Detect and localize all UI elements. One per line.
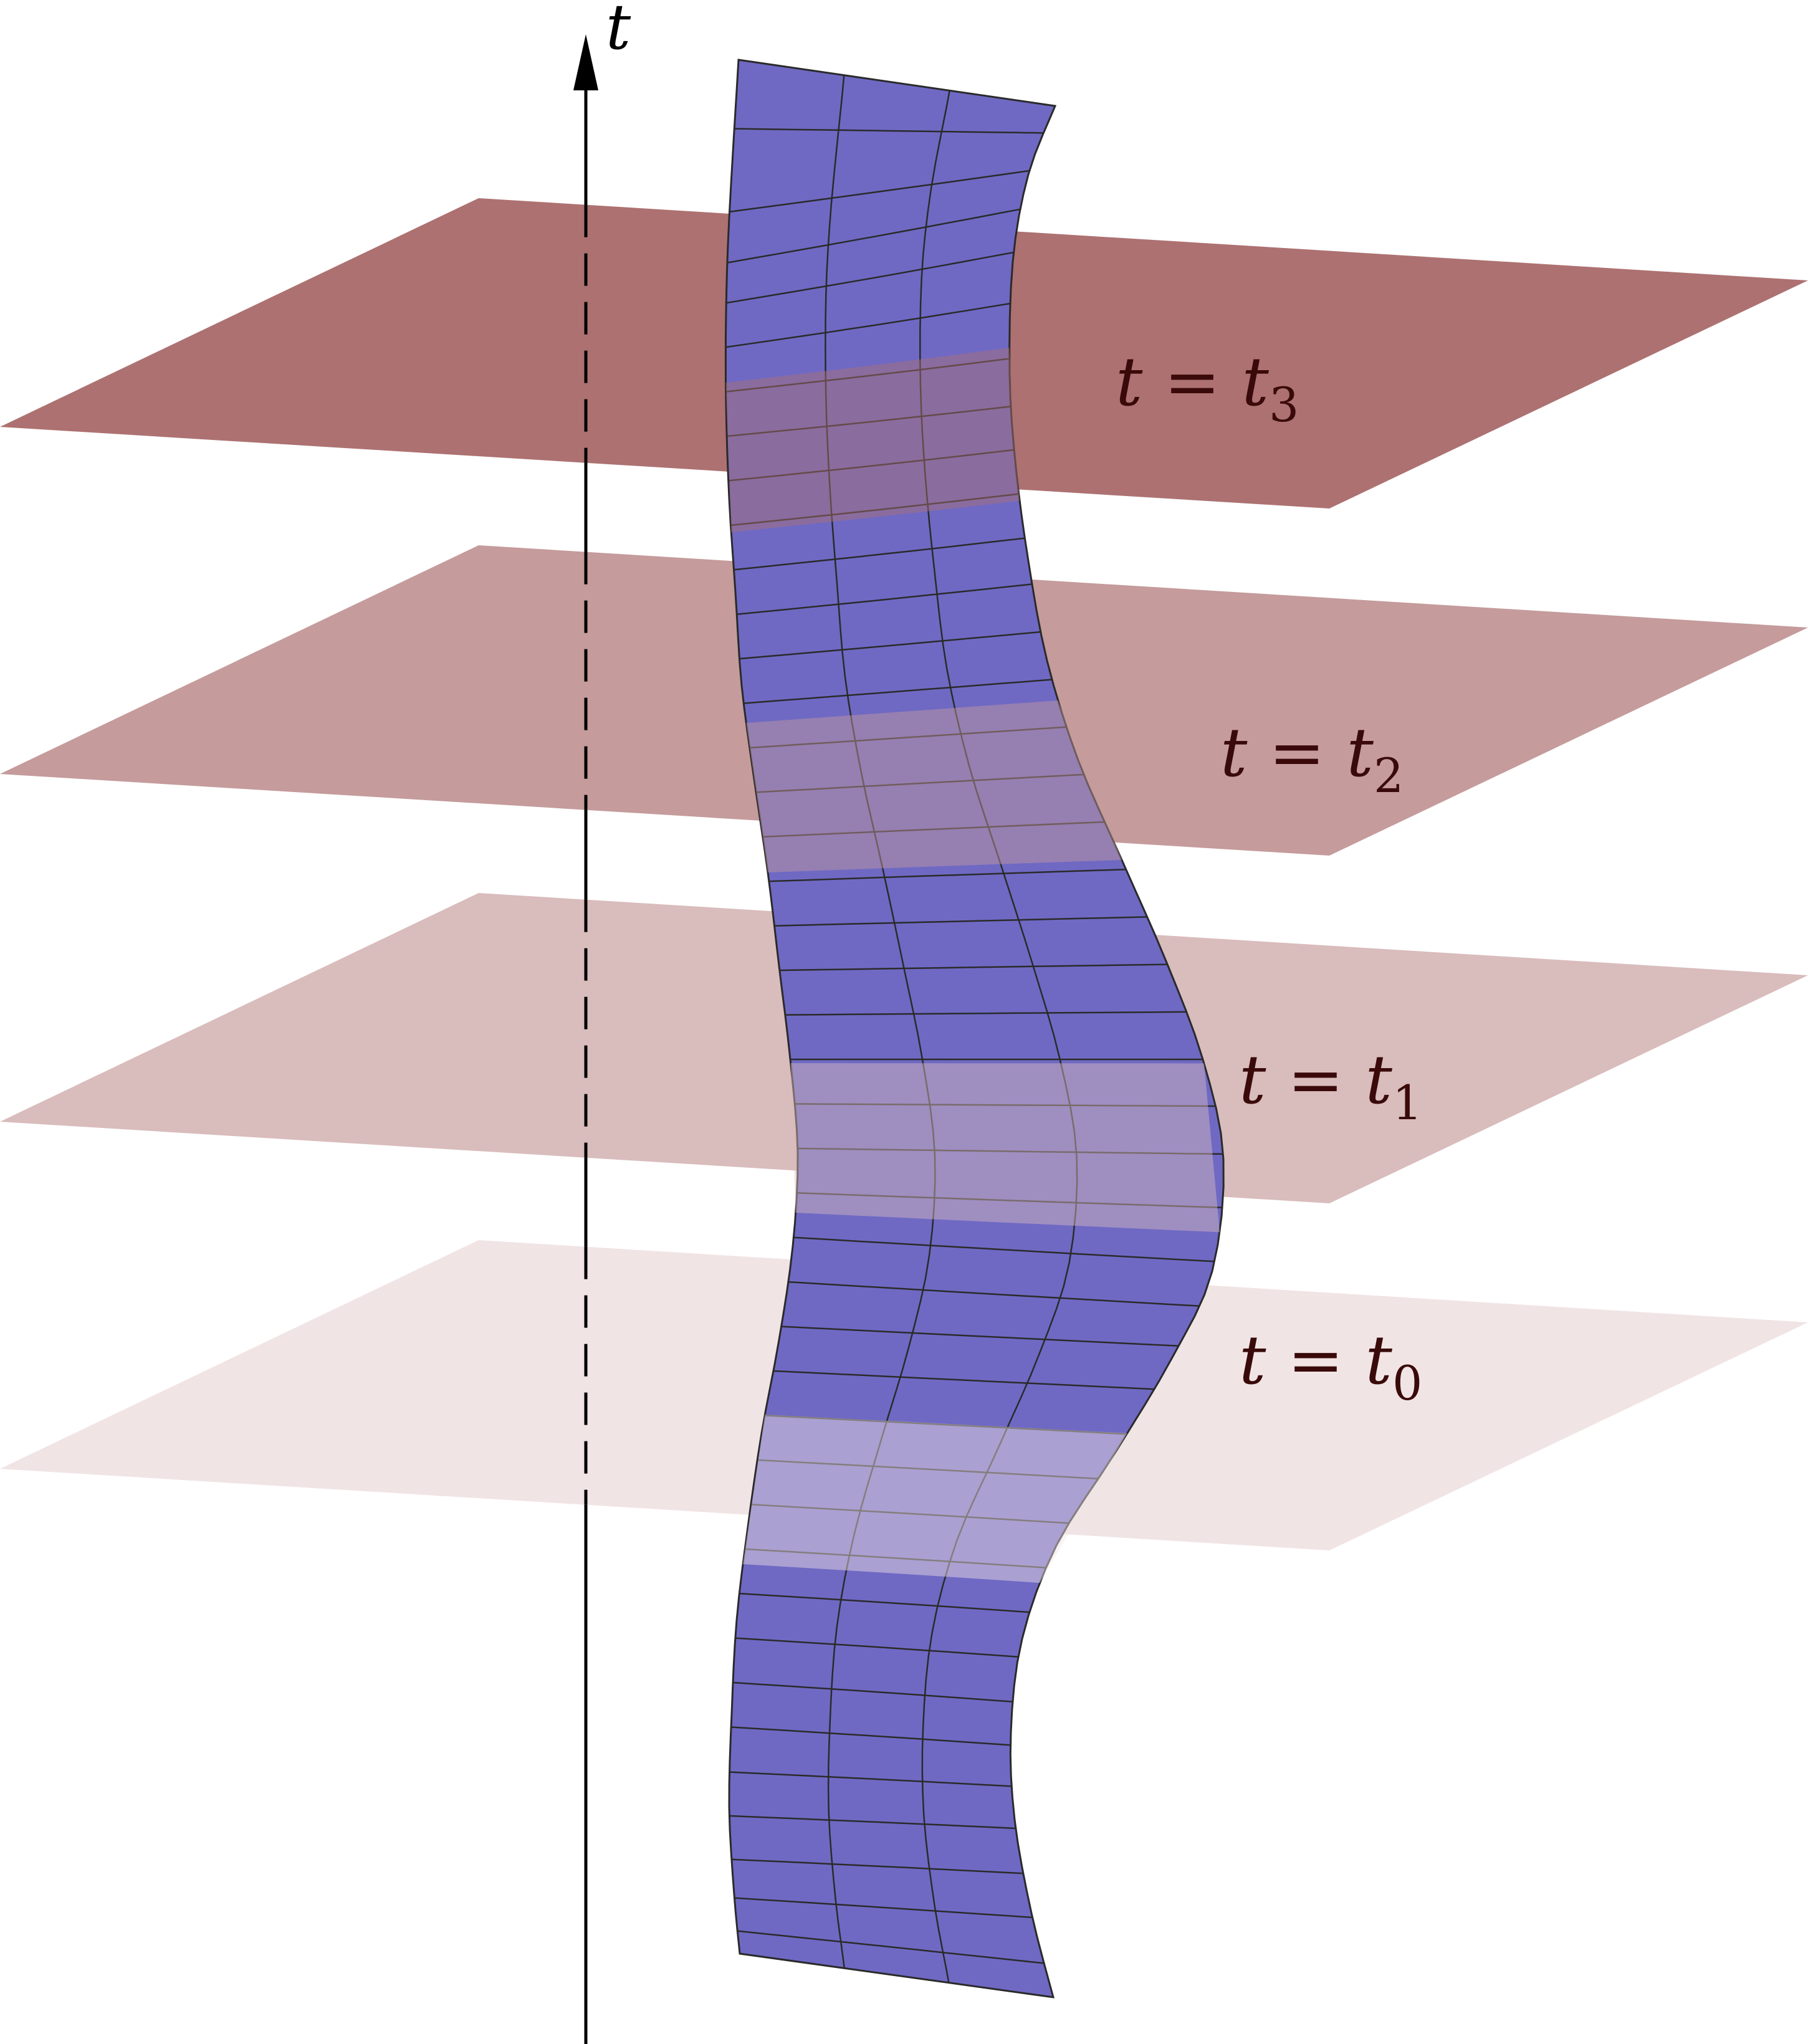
- slice-label-subscript: 1: [1392, 1075, 1422, 1130]
- surface-grid-row: [735, 1637, 1018, 1658]
- surface-grid-row: [726, 405, 1012, 437]
- time-axis: t: [573, 0, 631, 2044]
- surface-grid-row: [768, 868, 1126, 882]
- slice-label-t0: t = t0: [1239, 1322, 1422, 1411]
- slice-label-subscript: 0: [1392, 1355, 1422, 1411]
- slice-label-main: t = t: [1220, 714, 1374, 792]
- surface-grid-row: [745, 1548, 1046, 1569]
- surface-grid-row: [731, 1858, 1023, 1874]
- slice-label-subscript: 3: [1269, 377, 1299, 432]
- surface-grid-row: [779, 963, 1168, 972]
- slice-label-subscript: 2: [1374, 748, 1404, 803]
- surface-grid-row: [729, 170, 1030, 213]
- surface-grid-row: [757, 1459, 1099, 1480]
- surface-grid-row: [725, 251, 1014, 304]
- surface-grid-row: [796, 1192, 1223, 1209]
- surface-grid-row: [737, 583, 1033, 615]
- surface-grid-column: [825, 75, 936, 1969]
- surface-grid-row: [739, 631, 1041, 660]
- slice-intersection-band-t1: [790, 1063, 1220, 1233]
- surface-grid-row: [749, 726, 1067, 749]
- surface-grid-row: [764, 1415, 1127, 1435]
- surface-grid-row: [756, 773, 1084, 793]
- surface-grid-row: [725, 358, 1010, 393]
- slice-labels: t = t0t = t1t = t2t = t3: [1116, 343, 1422, 1411]
- surface-grid-row: [731, 1726, 1011, 1746]
- time-axis-arrowhead: [573, 34, 598, 90]
- surface-grid-row: [727, 208, 1021, 264]
- surface-grid-row: [762, 821, 1105, 838]
- surface-grid-row: [795, 1103, 1216, 1107]
- worldsheet-surface: [724, 59, 1225, 1999]
- surface-grid-row: [750, 1504, 1069, 1524]
- slice-label-main: t = t: [1239, 1322, 1393, 1400]
- surface-grid-row: [788, 1281, 1200, 1307]
- surface-grid-row: [729, 1815, 1016, 1830]
- slice-label-t2: t = t2: [1220, 714, 1404, 803]
- surface-grid-row: [739, 1592, 1030, 1613]
- surface-grid-row: [734, 537, 1025, 571]
- surface-grid-row: [725, 302, 1011, 348]
- time-axis-label: t: [606, 0, 631, 64]
- slice-intersection-band-t0: [743, 1415, 1127, 1583]
- surface-grid-row: [728, 449, 1015, 482]
- slice-label-t3: t = t3: [1116, 343, 1299, 432]
- surface-grid-row: [797, 1147, 1223, 1155]
- slice-label-main: t = t: [1116, 343, 1270, 421]
- surface-grid-row: [730, 493, 1019, 527]
- front-layer: [725, 348, 1220, 1583]
- surface-grid-row: [734, 128, 1044, 134]
- surface-grid-column: [919, 90, 1078, 1983]
- surface-grid-row: [734, 1897, 1033, 1919]
- slice-label-main: t = t: [1239, 1041, 1393, 1119]
- surface-grid-row: [737, 1930, 1045, 1964]
- surface-grid-row: [732, 1681, 1013, 1703]
- surface-grid-row: [774, 916, 1147, 927]
- surface-grid-row: [744, 679, 1053, 704]
- slice-label-t1: t = t1: [1239, 1041, 1422, 1130]
- surface-grid-row: [793, 1236, 1215, 1263]
- slice-intersection-band-t2: [746, 700, 1122, 872]
- worldsheet-fill: [724, 59, 1225, 1999]
- surface-grid-row: [785, 1011, 1187, 1016]
- surface-grid-row: [773, 1370, 1155, 1390]
- surface-grid-row: [781, 1325, 1179, 1347]
- surface-grid-row: [729, 1771, 1012, 1787]
- slice-intersection-band-t3: [725, 348, 1020, 532]
